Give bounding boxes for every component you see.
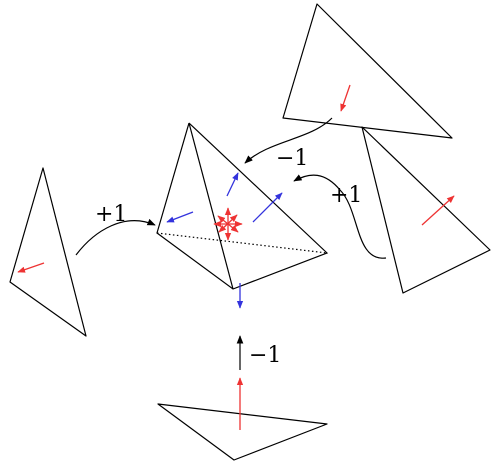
bottom-loss-label: −1 (249, 343, 281, 368)
top-loss-label: −1 (276, 146, 308, 171)
right-face-normal-arrow (421, 195, 455, 226)
tetra-normal-top (226, 172, 239, 197)
left-face (9, 167, 87, 337)
top-face-normal-arrow (340, 84, 351, 112)
center-cross-arrows (213, 207, 243, 241)
top-flow-arrow (244, 117, 333, 164)
tetra-normal-left (166, 211, 194, 223)
tetrahedron (156, 122, 329, 309)
right-face (361, 126, 491, 294)
right-flow-arrow (293, 174, 387, 259)
top-face (282, 3, 453, 139)
tetra-normal-right (252, 192, 283, 223)
bottom-face (157, 377, 328, 461)
left-face-normal-arrow (17, 262, 45, 273)
hidden-edge (156, 232, 328, 254)
left-gain-label: +1 (95, 202, 127, 227)
left-flow-arrow (75, 218, 156, 256)
right-gain-label: +1 (330, 183, 362, 208)
